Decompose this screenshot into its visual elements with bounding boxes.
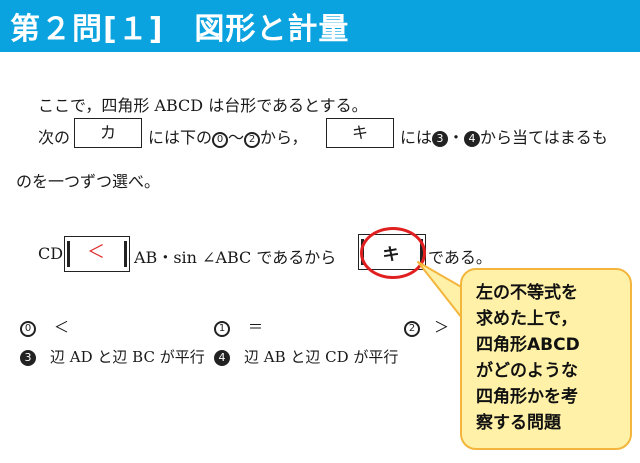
line2-end-text: から当てはまるも: [480, 128, 608, 147]
expression-left: CD: [38, 244, 64, 263]
option-text: 辺 AB と辺 CD が平行: [244, 348, 399, 366]
option-3: 3 辺 AD と辺 BC が平行: [20, 346, 205, 367]
line2-mid-text: には下の: [148, 128, 213, 147]
problem-line-1: ここで，四角形 ABCD は台形であるとする。: [38, 96, 368, 115]
answer-box-ki: キ: [326, 118, 394, 148]
callout-text: 左の不等式を 求めた上で， 四角形ABCD がどのような 四角形かを考 察する問…: [476, 283, 580, 433]
inequality-sign: ＜: [87, 242, 105, 263]
range-separator: ～: [228, 128, 245, 147]
header-banner: 第２問[１] 図形と計量: [0, 0, 640, 52]
option-number-icon: 0: [20, 321, 36, 337]
option-2: 2＞: [404, 316, 449, 337]
option-number-icon: 4: [464, 131, 481, 147]
option-number-icon: 3: [432, 131, 449, 147]
option-number-icon: 0: [212, 132, 229, 148]
option-text: 辺 AD と辺 BC が平行: [50, 348, 205, 366]
option-0: 0＜: [20, 316, 69, 337]
option-number-icon: 3: [20, 350, 36, 366]
expression-right: である。: [428, 248, 492, 267]
callout-box: 左の不等式を 求めた上で， 四角形ABCD がどのような 四角形かを考 察する問…: [460, 268, 632, 450]
problem-line-3: のを一つずつ選べ。: [16, 172, 161, 191]
line2-mid2-text: から，: [260, 128, 308, 147]
inequality-box: [64, 236, 130, 272]
option-number-icon: 2: [244, 132, 261, 148]
highlight-circle: [360, 227, 426, 279]
option-text: ＞: [434, 318, 450, 336]
option-4: 4 辺 AB と辺 CD が平行: [214, 346, 398, 367]
option-text: ＜: [54, 318, 70, 336]
answer-box-ka: カ: [74, 118, 142, 148]
option-1: 1＝: [214, 316, 263, 337]
dot-separator: ・: [448, 128, 465, 147]
option-text: ＝: [248, 318, 264, 336]
option-number-icon: 1: [214, 321, 230, 337]
line2-after-text: には: [400, 128, 433, 147]
problem-line-2-start: 次の: [38, 128, 71, 147]
option-number-icon: 2: [404, 321, 420, 337]
expression-middle: AB・sin ∠ABC であるから: [134, 248, 337, 267]
option-number-icon: 4: [214, 350, 230, 366]
page-title: 第２問[１] 図形と計量: [10, 12, 350, 47]
